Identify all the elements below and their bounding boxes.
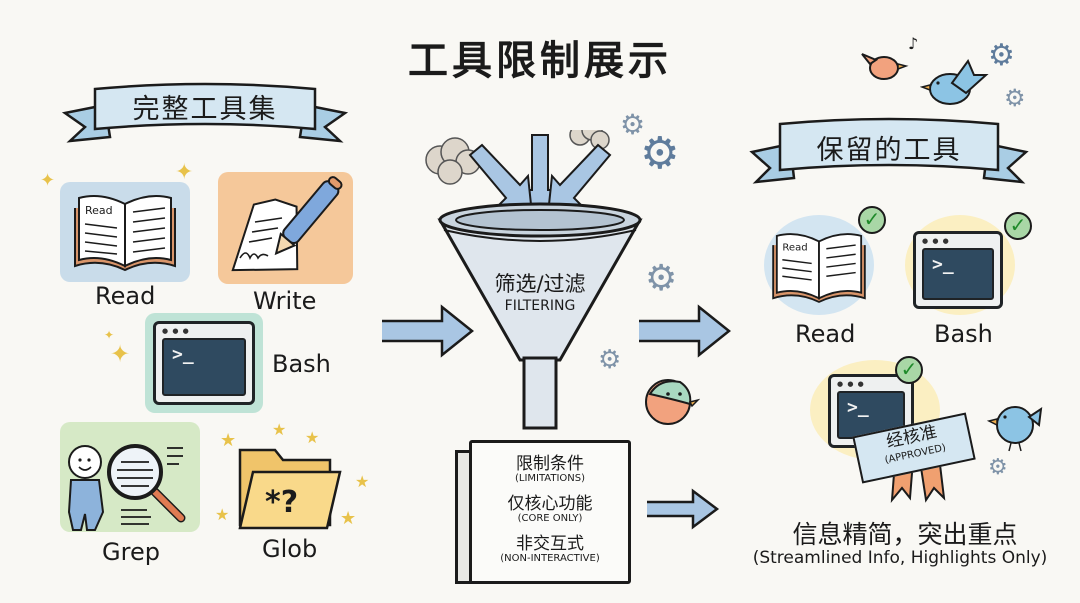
wildcard-text: *? — [265, 485, 298, 520]
funnel-icon — [425, 130, 643, 430]
summary-en: (Streamlined Info, Highlights Only) — [752, 548, 1048, 568]
tool-label-read: Read — [95, 282, 156, 310]
star-icon: ★ — [272, 420, 287, 439]
retained-bash-tile: ● ● ● >_ — [905, 215, 1015, 315]
terminal-icon: ● ● ● >_ — [153, 321, 255, 405]
retained-read-tile: Read — [764, 215, 874, 315]
tool-label-glob: Glob — [262, 535, 318, 563]
gear-icon: ⚙ — [1004, 84, 1026, 112]
tool-label-grep: Grep — [102, 538, 160, 566]
sign-item-noninteractive-zh: 非交互式 — [516, 534, 584, 554]
open-book-icon: Read — [772, 233, 866, 303]
sparkle-icon: ✦ — [110, 340, 131, 368]
page-title: 工具限制展示 — [408, 38, 672, 84]
check-icon: ✓ — [895, 356, 923, 384]
tool-tile-bash: ● ● ● >_ — [145, 313, 263, 413]
tool-tile-read: Read — [60, 182, 190, 282]
paper-and-pen-icon — [231, 176, 343, 272]
svg-text:Read: Read — [85, 204, 113, 217]
retained-tools-banner: 保留的工具 — [748, 112, 1030, 188]
sign-item-core-en: (CORE ONLY) — [517, 513, 583, 524]
terminal-prompt: >_ — [847, 397, 869, 418]
gear-icon: ⚙ — [640, 128, 680, 179]
terminal-prompt: >_ — [932, 254, 954, 275]
bird-icon — [861, 53, 909, 80]
summary-zh: 信息精简，突出重点 — [792, 520, 1018, 549]
window-controls-icon: ● ● ● — [162, 327, 190, 335]
bird-icon — [920, 58, 989, 105]
tool-tile-grep — [60, 422, 200, 532]
sign-title-zh: 限制条件 — [516, 454, 584, 474]
bird-icon — [986, 406, 1043, 452]
magnifier-search-icon — [67, 444, 186, 531]
arrow-right-icon — [382, 304, 475, 358]
svg-text:Read: Read — [782, 243, 807, 254]
terminal-icon: ● ● ● >_ — [913, 231, 1003, 309]
star-icon: ★ — [305, 428, 320, 447]
sparkle-icon: ✦ — [40, 170, 56, 191]
check-icon: ✓ — [858, 206, 886, 234]
gear-icon: ⚙ — [988, 455, 1008, 480]
folder-wildcard-icon: *? — [238, 448, 342, 530]
star-icon: ★ — [220, 430, 237, 451]
arrow-right-icon — [639, 304, 732, 358]
star-icon: ★ — [355, 472, 370, 491]
retained-label-read: Read — [795, 320, 856, 348]
banner-title: 完整工具集 — [132, 94, 278, 125]
sign-item-noninteractive-en: (NON-INTERACTIVE) — [500, 553, 600, 564]
terminal-icon: ● ● ● >_ — [828, 374, 914, 448]
tool-label-bash: Bash — [272, 350, 331, 378]
music-note-icon: ♪ — [908, 34, 919, 53]
bird-icon — [645, 379, 700, 425]
sparkle-icon: ✦ — [175, 160, 194, 185]
sparkle-icon: ✦ — [104, 328, 115, 342]
gear-icon: ⚙ — [598, 345, 622, 375]
arrow-right-icon — [647, 488, 720, 530]
open-book-icon: Read — [74, 195, 176, 272]
gear-icon: ⚙ — [620, 108, 646, 141]
funnel-label-en: FILTERING — [504, 298, 576, 314]
full-toolset-banner: 完整工具集 — [60, 75, 350, 145]
gear-icon: ⚙ — [645, 258, 678, 299]
limitations-sign: 限制条件 (LIMITATIONS) 仅核心功能 (CORE ONLY) 非交互… — [455, 440, 631, 584]
window-controls-icon: ● ● ● — [922, 237, 950, 245]
tool-label-write: Write — [253, 287, 317, 315]
window-controls-icon: ● ● ● — [837, 380, 865, 388]
terminal-prompt: >_ — [172, 344, 194, 365]
retained-label-bash: Bash — [934, 320, 993, 348]
banner-title: 保留的工具 — [816, 135, 962, 166]
tool-tile-write — [218, 172, 353, 284]
check-icon: ✓ — [1004, 212, 1032, 240]
funnel-label-zh: 筛选/过滤 — [494, 272, 586, 296]
sign-title-en: (LIMITATIONS) — [514, 473, 586, 484]
gear-icon: ⚙ — [988, 38, 1015, 73]
star-icon: ★ — [340, 508, 357, 529]
star-icon: ★ — [215, 505, 230, 524]
sign-item-core-zh: 仅核心功能 — [507, 494, 593, 514]
